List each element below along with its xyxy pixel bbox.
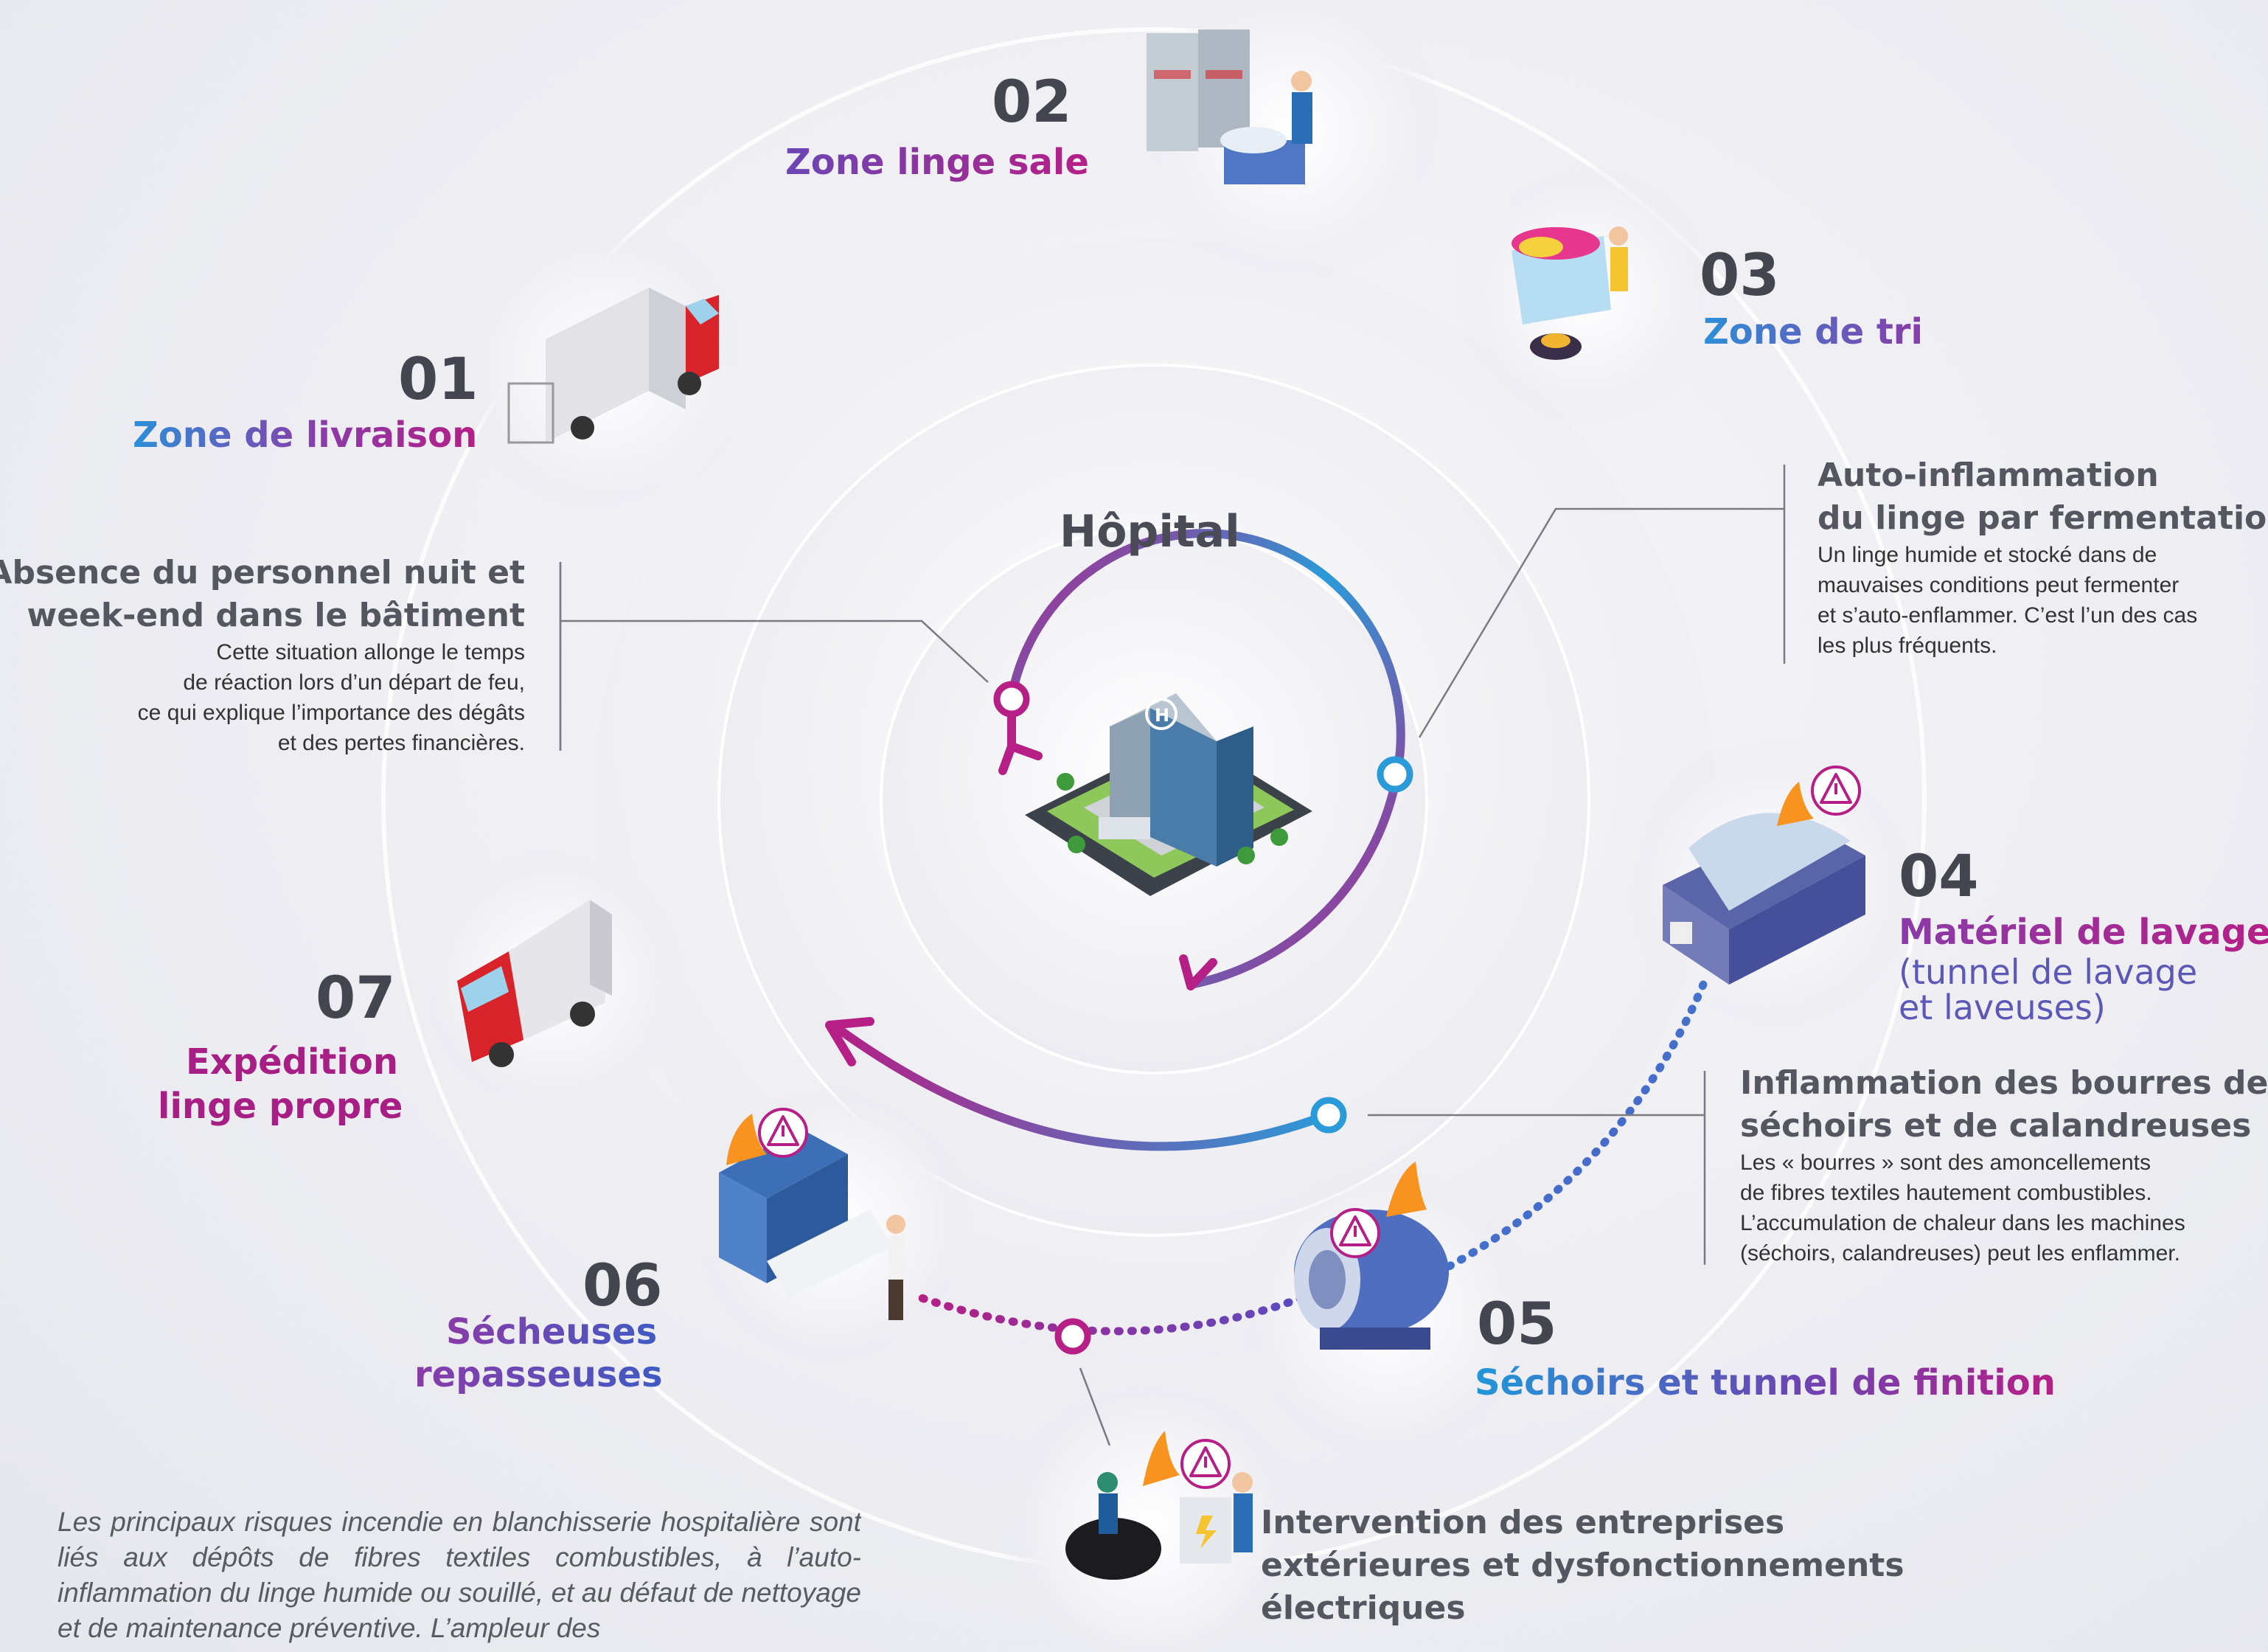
intro-paragraph: Les principaux risques incendie en blanc… — [58, 1507, 861, 1643]
delivery-truck-icon — [507, 288, 719, 444]
ironer-icon — [719, 1114, 905, 1320]
risk-personnel-title-1: Absence du personnel nuit et — [0, 554, 525, 591]
zone-06-label-1: Sécheuses — [446, 1311, 658, 1353]
zone-04-sublabel-1: (tunnel de lavage — [1899, 952, 2198, 992]
dirty-linen-zone-icon — [1147, 30, 1312, 184]
zone-05-number: 05 — [1477, 1291, 1557, 1358]
risk-bourres: Inflammation des bourres de séchoirs et … — [1740, 1062, 2268, 1268]
hospital-label: Hôpital — [1060, 506, 1240, 558]
zone-07-number: 07 — [316, 965, 396, 1032]
zone-04-number: 04 — [1899, 844, 1979, 910]
risk-fermentation-title-2: du linge par fermentation — [1817, 499, 2268, 537]
risk-intervention-title-1: Intervention des entreprises — [1261, 1504, 1785, 1541]
zone-02-number: 02 — [992, 69, 1072, 136]
risk-personnel-text-3: ce qui explique l’importance des dégâts — [137, 701, 525, 725]
intro-paragraph-clip: Les principaux risques incendie en blanc… — [58, 1504, 861, 1652]
risk-fermentation-title-1: Auto-inflammation — [1817, 457, 2159, 494]
zone-06-label-2: repasseuses — [414, 1354, 663, 1395]
zone-05-label: Séchoirs et tunnel de finition — [1475, 1362, 2056, 1403]
outer-cycle-arc — [829, 1021, 1335, 1151]
risk-bourres-text-3: L’accumulation de chaleur dans les machi… — [1740, 1211, 2185, 1235]
zone-07-label-2: linge propre — [158, 1086, 403, 1127]
svg-text:H: H — [1155, 705, 1169, 726]
outer-arrow-head — [825, 1017, 874, 1066]
inner-arrow-head — [1179, 954, 1217, 990]
washing-tunnel-icon — [1663, 782, 1865, 985]
dotted-link-04-05 — [1441, 980, 1708, 1273]
zone-04-sublabel-2: et laveuses) — [1899, 988, 2106, 1027]
risk-personnel-text-2: de réaction lors d’un départ de feu, — [183, 670, 525, 695]
risk-bourres-text-2: de fibres textiles hautement combustible… — [1740, 1181, 2152, 1205]
risk-nodes — [993, 681, 1413, 1355]
risk-fermentation: Auto-inflammation du linge par fermentat… — [1817, 454, 2268, 661]
zone-03-label: Zone de tri — [1703, 311, 1923, 353]
hospital-icon: H — [1025, 693, 1312, 896]
risk-bourres-text-4: (séchoirs, calandreuses) peut les enflam… — [1740, 1241, 2180, 1266]
warning-05-icon — [1330, 1208, 1380, 1258]
zone-06-number: 06 — [582, 1253, 663, 1319]
risk-intervention-title-2: extérieures et dysfonctionnements — [1261, 1547, 1905, 1584]
risk-fermentation-text-2: mauvaises conditions peut fermenter — [1817, 573, 2180, 597]
zone-04-label: Matériel de lavage — [1899, 910, 2268, 954]
zone-03-number: 03 — [1700, 243, 1780, 309]
sorting-zone-icon — [1512, 226, 1628, 360]
zone-07-label-1: Expédition — [186, 1041, 399, 1083]
zone-02-label: Zone linge sale — [785, 142, 1089, 183]
risk-fermentation-text-4: les plus fréquents. — [1817, 634, 1997, 658]
warning-intervention-icon — [1180, 1439, 1231, 1489]
dotted-link-05-06 — [917, 1294, 1306, 1336]
risk-intervention-title-3: électriques — [1261, 1589, 1466, 1627]
inner-cycle-arc — [1007, 529, 1405, 989]
zone-01-label: Zone de livraison — [133, 414, 478, 456]
risk-personnel: Absence du personnel nuit et week-end da… — [0, 552, 525, 758]
warning-04-icon — [1811, 766, 1861, 816]
connector-lines — [559, 465, 1786, 1446]
risk-personnel-text-4: et des pertes financières. — [277, 731, 525, 755]
electrical-intervention-icon — [1065, 1431, 1253, 1580]
warning-06-icon — [758, 1108, 808, 1158]
risk-personnel-text-1: Cette situation allonge le temps — [216, 640, 525, 664]
risk-fermentation-text-1: Un linge humide et stocké dans de — [1817, 543, 2157, 567]
hospital-return-arrow — [998, 742, 1043, 775]
risk-bourres-title-2: séchoirs et de calandreuses — [1740, 1107, 2252, 1145]
risk-bourres-title-1: Inflammation des bourres de — [1740, 1064, 2268, 1102]
risk-fermentation-text-3: et s’auto-enflammer. C’est l’un des cas — [1817, 603, 2198, 628]
risk-intervention: Intervention des entreprises extérieures… — [1261, 1502, 1905, 1630]
risk-personnel-title-2: week-end dans le bâtiment — [27, 597, 525, 634]
expedition-truck-icon — [457, 900, 612, 1067]
zone-01-number: 01 — [398, 347, 479, 413]
risk-bourres-text-1: Les « bourres » sont des amoncellements — [1740, 1150, 2151, 1175]
